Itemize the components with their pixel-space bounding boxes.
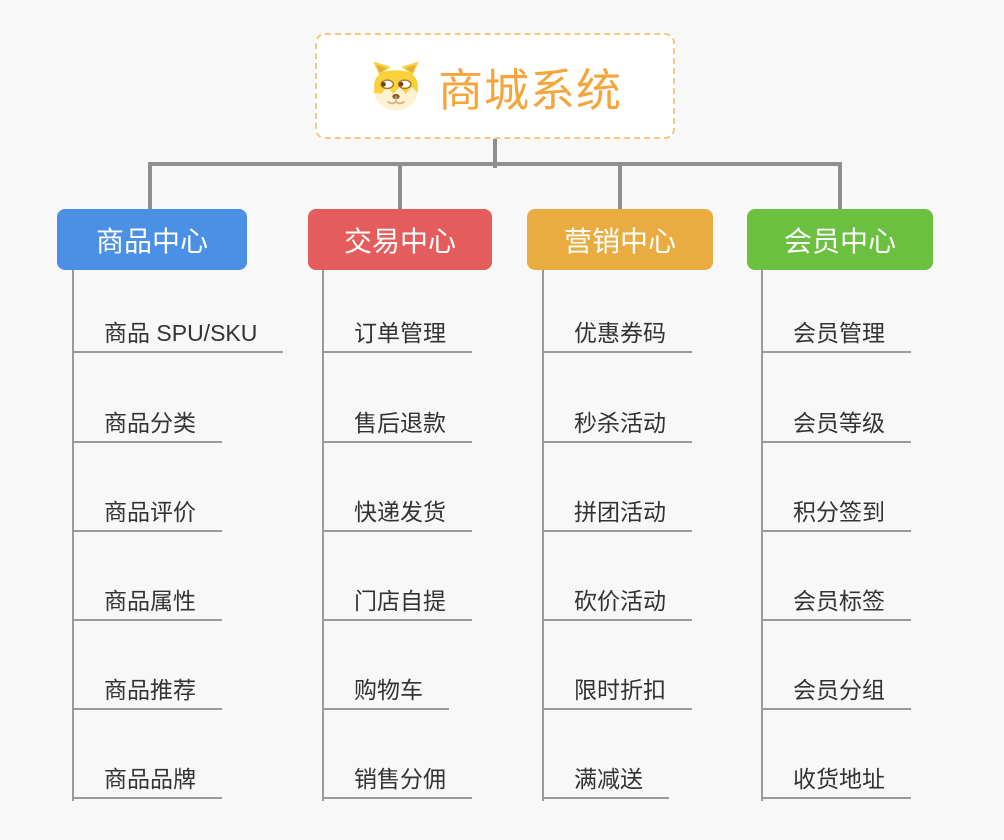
leaf-node[interactable]: 限时折扣 [542,674,692,710]
leaf-node[interactable]: 商品评价 [72,496,222,532]
leaf-node[interactable]: 满减送 [542,763,669,799]
column-line [72,270,74,801]
column-line [542,270,544,801]
leaf-node[interactable]: 商品推荐 [72,674,222,710]
leaf-node[interactable]: 商品分类 [72,407,222,443]
branch-label: 商品中心 [95,225,208,257]
leaf-node[interactable]: 收货地址 [761,763,911,799]
branch-label: 交易中心 [343,225,456,257]
root-title: 商城系统 [437,64,622,116]
leaf-node[interactable]: 优惠券码 [542,317,692,353]
branch-label: 会员中心 [783,225,896,257]
leaf-node[interactable]: 快递发货 [322,496,472,532]
leaf-node[interactable]: 会员管理 [761,317,911,353]
branch-node-trade[interactable]: 交易中心 [308,209,492,270]
leaf-node[interactable]: 会员分组 [761,674,911,710]
branch-column-marketing: 优惠券码 秒杀活动 拼团活动 砍价活动 限时折扣 满减送 [542,270,772,801]
leaf-node[interactable]: 商品 SPU/SKU [72,317,284,353]
leaf-node[interactable]: 砍价活动 [542,585,692,621]
branch-drop-line [838,162,842,210]
leaf-node[interactable]: 门店自提 [322,585,472,621]
dog-face-icon [373,61,419,111]
leaf-node[interactable]: 订单管理 [322,317,472,353]
leaf-node[interactable]: 商品品牌 [72,763,222,799]
leaf-node[interactable]: 拼团活动 [542,496,692,532]
branch-column-trade: 订单管理 售后退款 快递发货 门店自提 购物车 销售分佣 [322,270,552,801]
branch-node-marketing[interactable]: 营销中心 [527,209,713,270]
branch-label: 营销中心 [563,225,676,257]
leaf-node[interactable]: 销售分佣 [322,763,472,799]
leaf-node[interactable]: 商品属性 [72,585,222,621]
branch-node-member[interactable]: 会员中心 [747,209,933,270]
leaf-node[interactable]: 会员标签 [761,585,911,621]
leaf-node[interactable]: 秒杀活动 [542,407,692,443]
leaf-node[interactable]: 会员等级 [761,407,911,443]
branch-drop-line [398,162,402,210]
column-line [761,270,763,801]
leaf-node[interactable]: 积分签到 [761,496,911,532]
branch-drop-line [148,162,152,210]
branch-column-goods: 商品 SPU/SKU 商品分类 商品评价 商品属性 商品推荐 商品品牌 [72,270,302,801]
root-connector-line [493,139,497,168]
branch-column-member: 会员管理 会员等级 积分签到 会员标签 会员分组 收货地址 [761,270,991,801]
column-line [322,270,324,801]
branch-node-goods[interactable]: 商品中心 [57,209,247,270]
root-node[interactable]: 商城系统 [315,33,675,139]
branch-drop-line [618,162,622,210]
leaf-node[interactable]: 购物车 [322,674,449,710]
branch-connector-rail [148,162,842,166]
leaf-node[interactable]: 售后退款 [322,407,472,443]
